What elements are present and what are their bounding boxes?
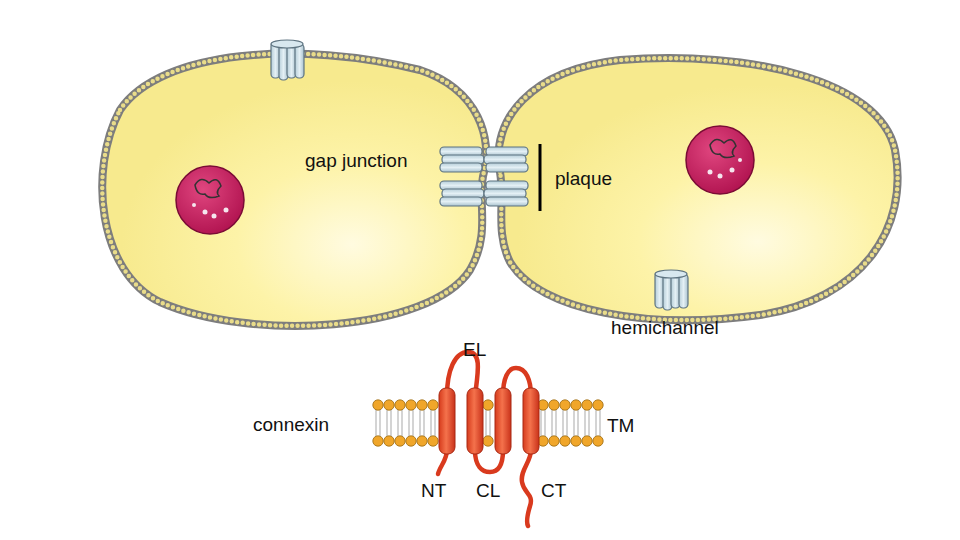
part-label: hemichannel <box>611 318 719 337</box>
domain-label: NT <box>421 481 446 500</box>
domain-label: CL <box>476 481 500 500</box>
domain-label: EL <box>463 340 486 359</box>
hemichannel <box>655 270 688 310</box>
part-label: connexin <box>253 415 329 434</box>
cell-right <box>499 58 898 320</box>
domain-label: CT <box>541 481 566 500</box>
nucleus <box>686 126 754 194</box>
nucleus <box>176 166 244 234</box>
lipid-bilayer <box>373 400 603 446</box>
cell-left <box>102 54 486 326</box>
domain-label: TM <box>607 416 634 435</box>
part-label: gap junction <box>305 151 407 170</box>
hemichannel <box>271 40 304 80</box>
gap-junction <box>440 147 528 206</box>
plaque-bar <box>539 144 542 211</box>
connexin-protein <box>438 352 539 526</box>
part-label: plaque <box>555 169 612 188</box>
